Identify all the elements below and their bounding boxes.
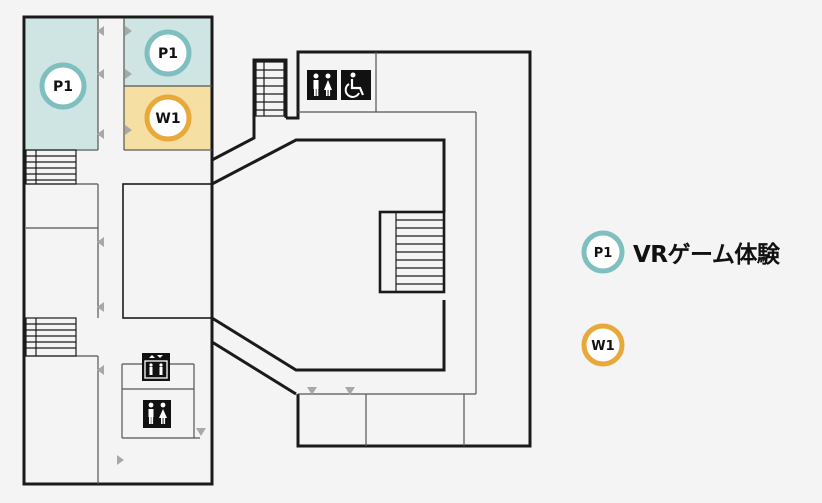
door-arrow-icon <box>97 129 104 139</box>
stairs-central <box>378 210 446 294</box>
marker-p1-top[interactable]: P1 <box>144 29 192 77</box>
door-arrow-icon <box>125 26 132 36</box>
svg-text:P1: P1 <box>158 46 178 62</box>
door-arrows <box>97 26 355 465</box>
door-arrow-icon <box>97 69 104 79</box>
svg-text:W1: W1 <box>591 339 614 354</box>
door-arrow-icon <box>117 455 124 465</box>
door-arrow-icon <box>97 302 104 312</box>
stairs-north <box>255 61 285 117</box>
legend-marker-w1: W1 <box>581 323 625 367</box>
east-interior-walls <box>298 52 477 446</box>
legend-item-p1: P1 VRゲーム体験 <box>580 229 780 275</box>
svg-text:P1: P1 <box>594 246 613 261</box>
stairs-west-lower <box>25 317 77 357</box>
marker-p1-left[interactable]: P1 <box>39 62 87 110</box>
restroom-icon <box>307 70 337 100</box>
bridge-walls <box>211 50 532 448</box>
door-arrow-icon <box>307 387 317 395</box>
elevator-icon <box>142 353 170 381</box>
marker-w1[interactable]: W1 <box>144 94 192 142</box>
door-arrow-icon <box>196 428 206 436</box>
door-arrow-icon <box>125 69 132 79</box>
door-arrow-icon <box>125 125 132 135</box>
west-central-room <box>122 183 213 319</box>
legend-item-w1: W1 <box>580 322 633 368</box>
door-arrow-icon <box>97 26 104 36</box>
svg-text:P1: P1 <box>53 79 73 95</box>
legend-label-p1: VRゲーム体験 <box>633 242 780 268</box>
door-arrow-icon <box>97 237 104 247</box>
legend-marker-p1: P1 <box>581 230 625 274</box>
door-arrow-icon <box>97 365 104 375</box>
door-arrow-icon <box>345 387 355 395</box>
restroom-icon <box>143 400 171 428</box>
svg-text:W1: W1 <box>155 111 180 127</box>
wheelchair-icon <box>341 70 371 100</box>
stairs-west-upper <box>25 149 77 185</box>
